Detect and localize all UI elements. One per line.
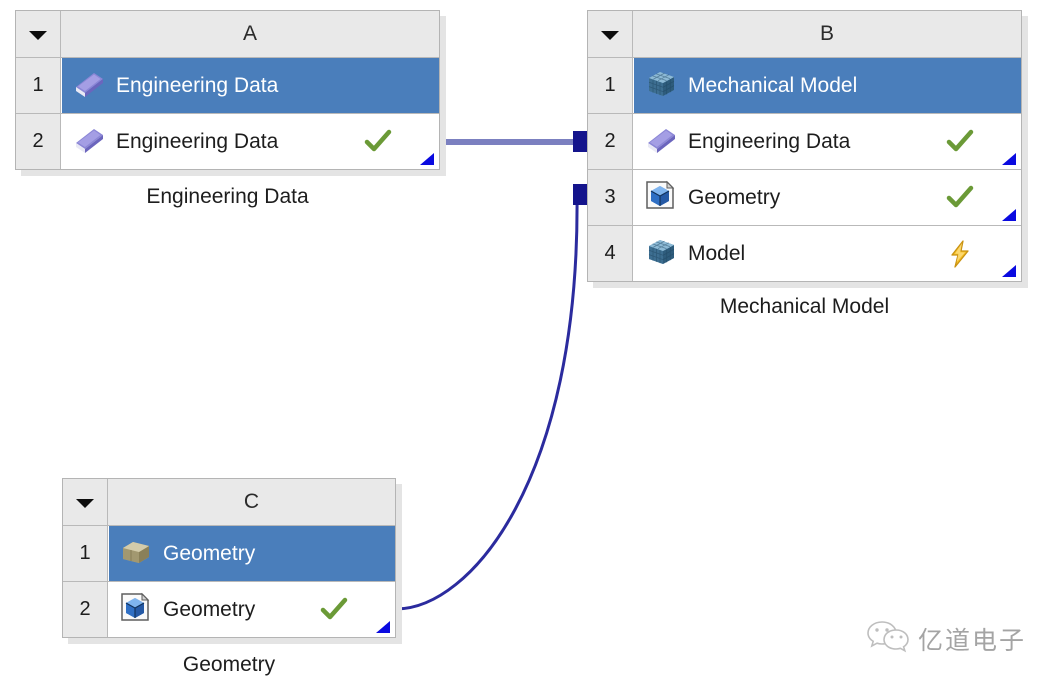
cell-mechanical-model[interactable]: Mechanical Model [633, 58, 1021, 113]
cell-geometry[interactable]: Geometry [108, 582, 395, 637]
check-icon [945, 127, 975, 157]
cell-label: Model [688, 241, 746, 265]
row-number: 1 [588, 58, 633, 113]
chevron-down-icon [601, 30, 619, 40]
row-number: 2 [588, 114, 633, 169]
connection-c2-b3 [395, 194, 579, 611]
designmodeler-geometry-icon [643, 178, 677, 217]
cell-engineering-data[interactable]: Engineering Data [61, 114, 439, 169]
cell-geometry[interactable]: Geometry [633, 170, 1021, 225]
system-c-column-label: C [108, 479, 395, 525]
row-number: 2 [16, 114, 61, 169]
system-c-row-1[interactable]: 1 Geometry [63, 525, 395, 581]
watermark: 亿道电子 [866, 618, 1026, 659]
cell-engineering-data[interactable]: Engineering Data [61, 58, 439, 113]
lightning-icon [945, 239, 975, 269]
row-number: 2 [63, 582, 108, 637]
wechat-icon [866, 618, 910, 659]
cell-model[interactable]: Model [633, 226, 1021, 281]
resize-handle-icon[interactable] [1001, 209, 1017, 222]
cell-label: Geometry [163, 541, 256, 565]
system-c-dropdown-button[interactable] [63, 479, 108, 525]
mesh-cube-icon [643, 66, 677, 105]
check-icon [319, 595, 349, 625]
engineering-data-book-icon [643, 122, 677, 161]
row-number: 4 [588, 226, 633, 281]
row-number: 1 [63, 526, 108, 581]
cell-label: Engineering Data [116, 73, 279, 97]
system-c[interactable]: C 1 [62, 478, 402, 676]
resize-handle-icon[interactable] [419, 153, 435, 166]
engineering-data-book-icon [71, 122, 105, 161]
cell-label: Geometry [688, 185, 781, 209]
resize-handle-icon[interactable] [1001, 265, 1017, 278]
system-a-row-2[interactable]: 2 Engineering Data [16, 113, 439, 169]
system-b-row-3[interactable]: 3 [588, 169, 1021, 225]
system-c-caption: Geometry [182, 653, 276, 676]
row-number: 1 [16, 58, 61, 113]
solid-block-icon [118, 534, 152, 573]
system-b-header: B [588, 11, 1021, 57]
system-a-grid: A 1 Engineer [15, 10, 440, 170]
system-c-grid: C 1 [62, 478, 396, 638]
chevron-down-icon [76, 498, 94, 508]
system-a-dropdown-button[interactable] [16, 11, 61, 57]
system-b-column-label: B [633, 11, 1021, 57]
cell-label: Engineering Data [688, 129, 851, 153]
system-b-row-1[interactable]: 1 [588, 57, 1021, 113]
system-a-header: A [16, 11, 439, 57]
mesh-cube-icon [643, 234, 677, 273]
resize-handle-icon[interactable] [375, 621, 391, 634]
cell-engineering-data[interactable]: Engineering Data [633, 114, 1021, 169]
cell-label: Geometry [163, 597, 256, 621]
watermark-text: 亿道电子 [918, 626, 1027, 655]
system-b-caption: Mechanical Model [719, 295, 890, 318]
system-a[interactable]: A 1 Engineer [15, 10, 446, 208]
system-c-row-2[interactable]: 2 [63, 581, 395, 637]
system-b-dropdown-button[interactable] [588, 11, 633, 57]
system-a-row-1[interactable]: 1 Engineering Data [16, 57, 439, 113]
system-b[interactable]: B 1 [587, 10, 1028, 318]
resize-handle-icon[interactable] [1001, 153, 1017, 166]
check-icon [363, 127, 393, 157]
system-c-header: C [63, 479, 395, 525]
row-number: 3 [588, 170, 633, 225]
engineering-data-book-icon [71, 66, 105, 105]
system-a-column-label: A [61, 11, 439, 57]
system-a-caption: Engineering Data [146, 185, 309, 208]
designmodeler-geometry-icon [118, 590, 152, 629]
system-b-grid: B 1 [587, 10, 1022, 282]
chevron-down-icon [29, 30, 47, 40]
check-icon [945, 183, 975, 213]
cell-geometry[interactable]: Geometry [108, 526, 395, 581]
system-b-row-2[interactable]: 2 Engineering Data [588, 113, 1021, 169]
system-b-row-4[interactable]: 4 [588, 225, 1021, 281]
cell-label: Mechanical Model [688, 73, 858, 97]
cell-label: Engineering Data [116, 129, 279, 153]
